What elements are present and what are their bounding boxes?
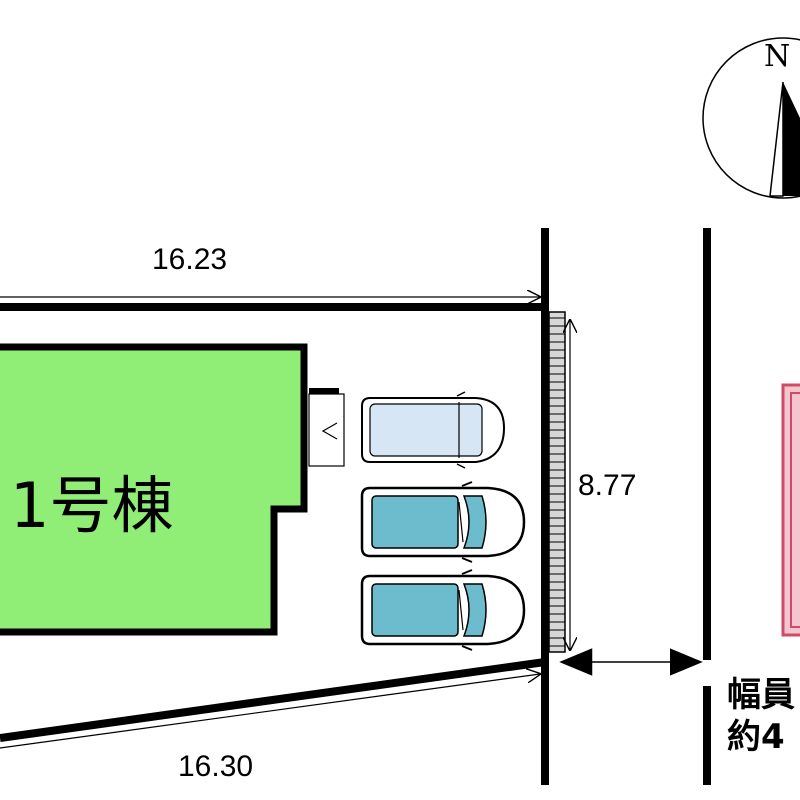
dimension-bottom-label: 16.30 (178, 750, 253, 783)
entry-arrow-icon (321, 422, 338, 440)
entrance-porch (308, 388, 345, 467)
dimension-depth-label: 8.77 (578, 469, 636, 502)
compass-needle-dark (783, 82, 800, 196)
compass-needle-light (769, 81, 784, 197)
dimension-top: 16.23 (0, 243, 540, 297)
building-1-outline (0, 343, 308, 636)
dimension-bottom: 16.30 (0, 674, 540, 783)
building-1-label: 1号棟 (10, 469, 173, 542)
parking-car-2 (360, 481, 526, 563)
road-width-label-line1: 幅員 (727, 675, 795, 715)
parking-car-1 (361, 391, 506, 469)
dimension-top-label: 16.23 (152, 243, 227, 276)
compass-north-label: N (764, 39, 790, 74)
north-compass: N (702, 37, 800, 199)
road-width-label-line2: 約4 (727, 717, 785, 757)
lot-boundary-bottom (0, 658, 546, 742)
fence-strip (548, 311, 566, 653)
dimension-depth: 8.77 (570, 320, 636, 650)
neighbor-building (781, 383, 800, 637)
parking-car-3 (360, 569, 526, 651)
building-1: 1号棟 (0, 343, 308, 636)
